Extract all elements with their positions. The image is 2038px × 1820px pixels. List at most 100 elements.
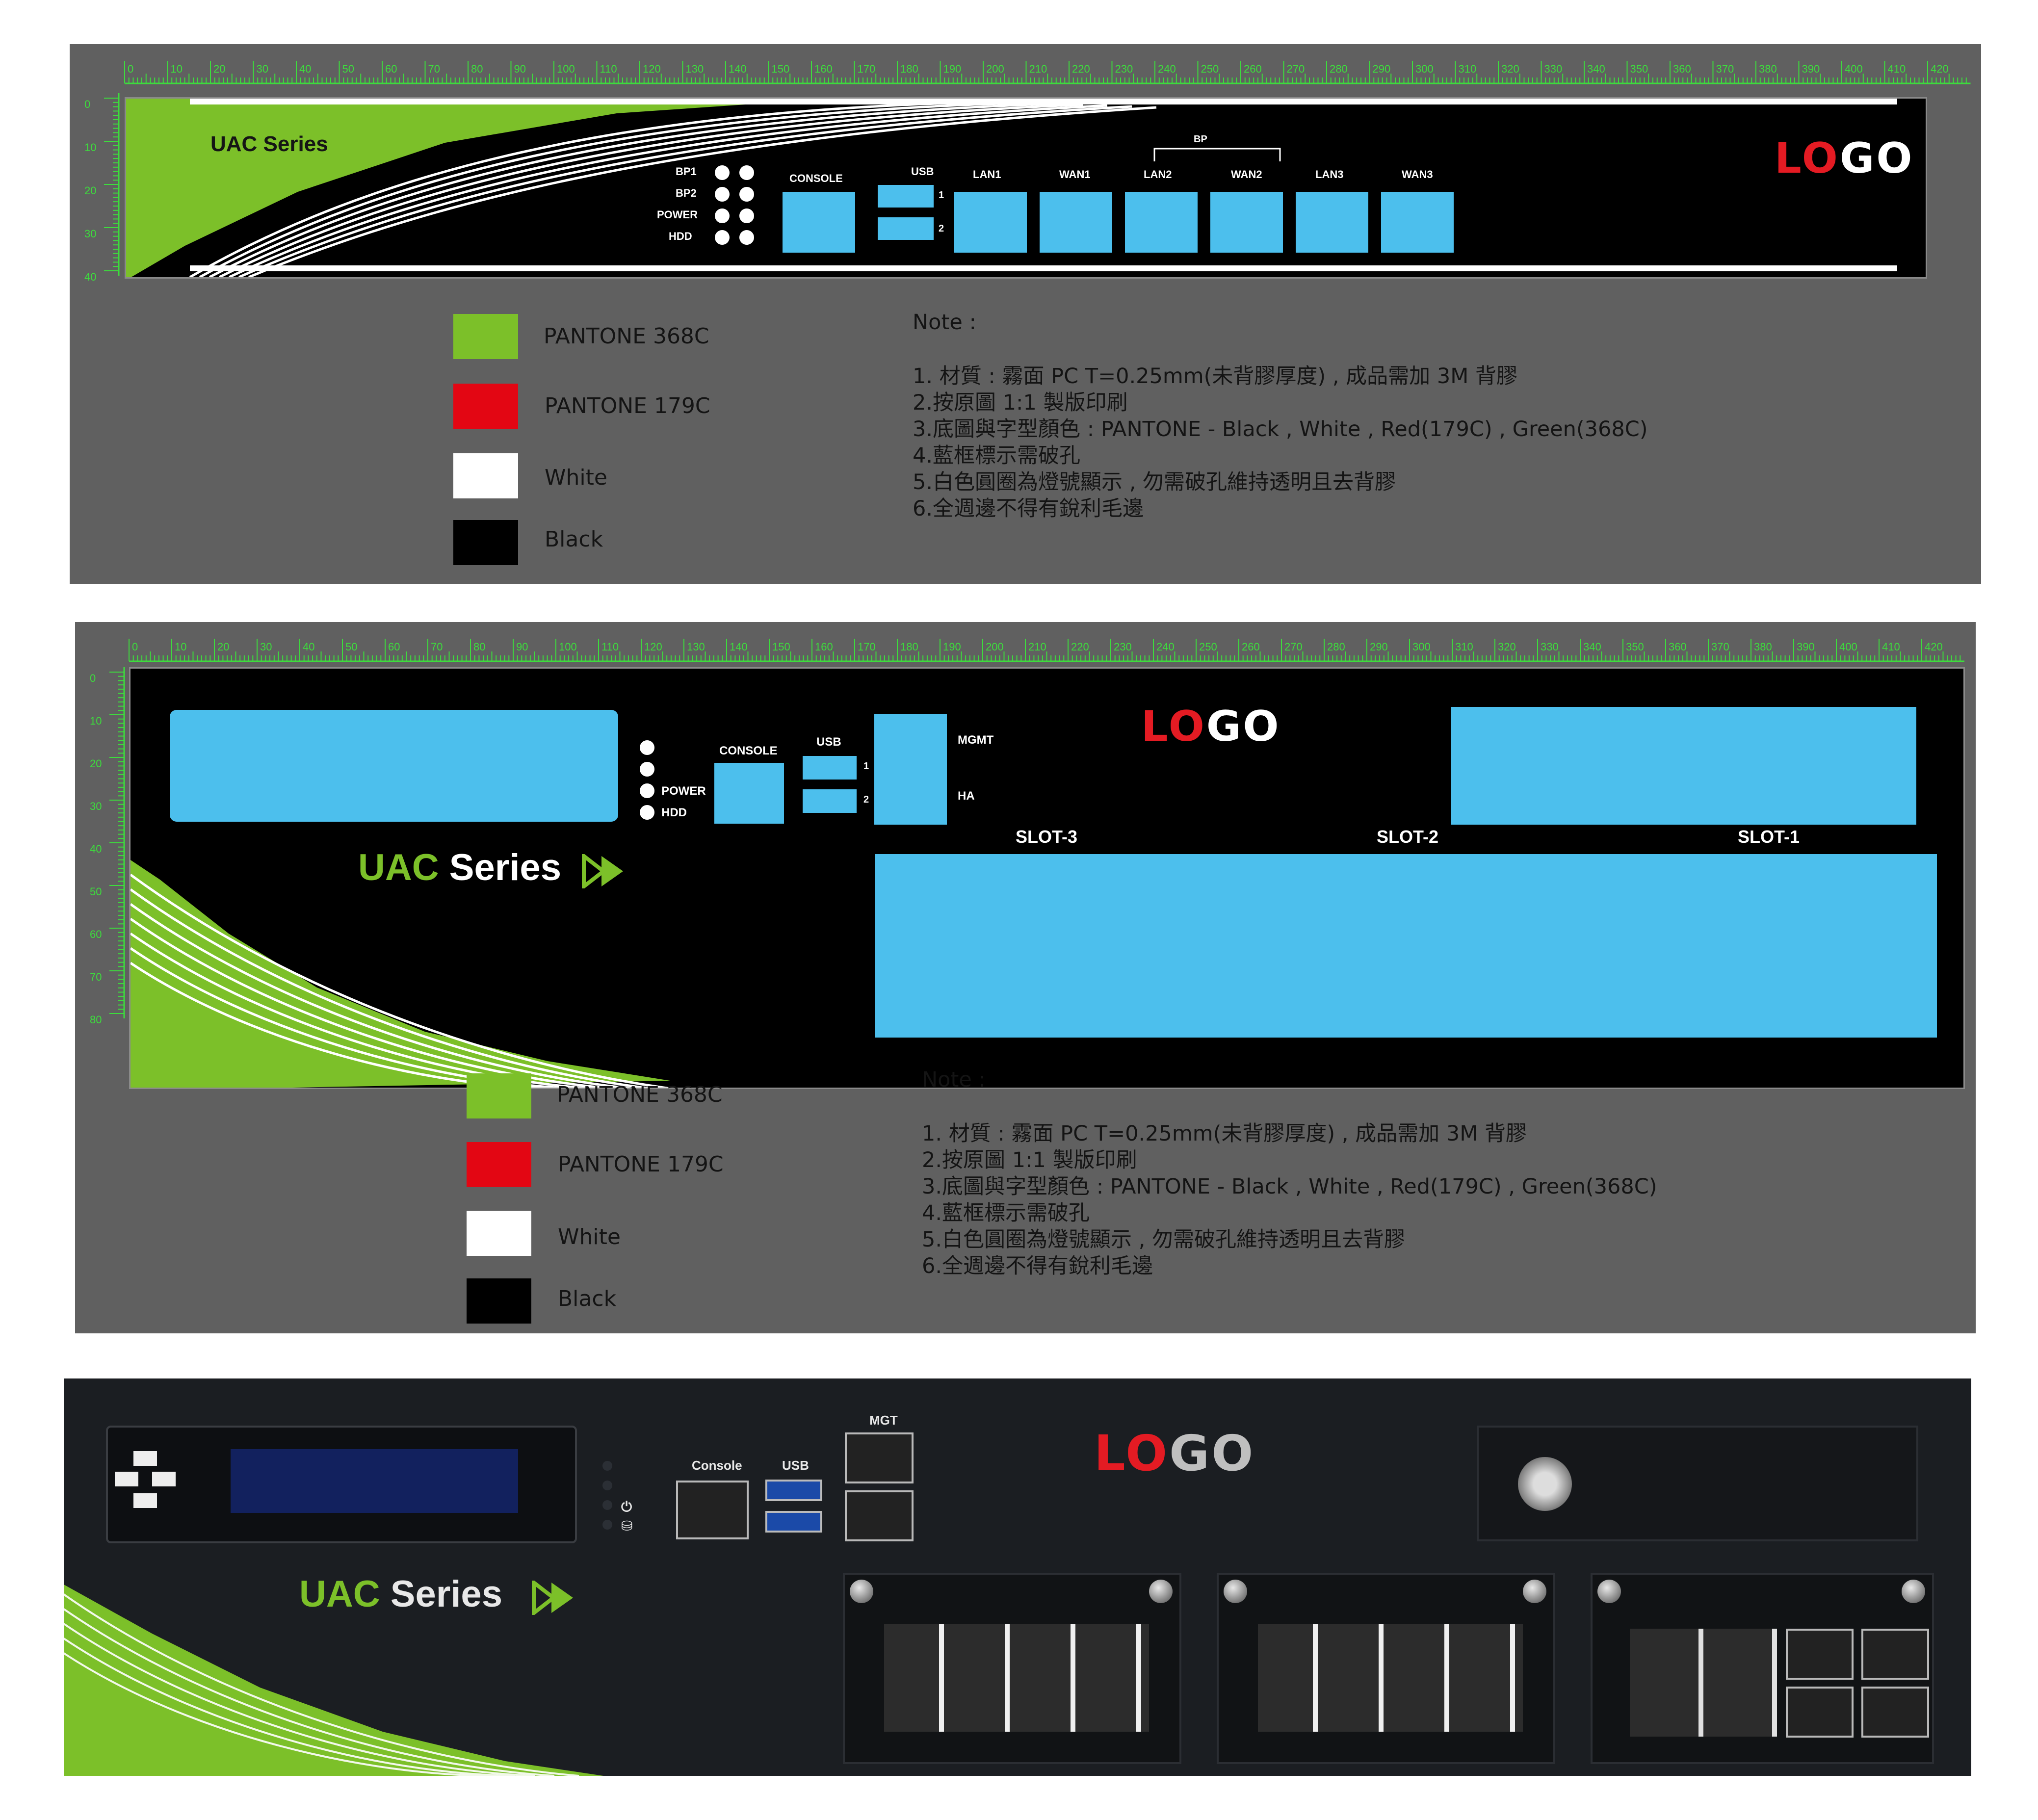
usb-port-2[interactable]	[765, 1511, 822, 1533]
ruler-tick-label: 10	[175, 641, 186, 653]
series-title: UAC Series	[299, 1573, 502, 1615]
note-item: 2.按原圖 1:1 製版印刷	[922, 1148, 1137, 1172]
swatch-black	[453, 520, 518, 565]
ruler-tick-label: 210	[1028, 641, 1046, 653]
swatch-label: PANTONE 179C	[545, 393, 710, 418]
ruler-tick-label: 110	[600, 63, 617, 75]
wan3-cutout	[1381, 192, 1454, 253]
slot-module-3	[843, 1573, 1181, 1764]
ruler-tick-label: 370	[1716, 63, 1734, 75]
series-white-text: Series	[390, 1573, 502, 1615]
keypad-up-key[interactable]	[133, 1451, 157, 1466]
ruler-tick-label: 240	[1156, 641, 1175, 653]
mgmt-ha-cutout	[874, 714, 947, 825]
rj45-port[interactable]	[1786, 1629, 1854, 1680]
series-green-text: UAC	[358, 847, 439, 888]
lan2-cutout	[1125, 192, 1198, 253]
ruler-tick-label: 390	[1802, 63, 1820, 75]
keypad-down-key[interactable]	[133, 1493, 157, 1508]
mgmt-label: MGMT	[958, 733, 994, 747]
usb-port-number: 2	[939, 223, 944, 234]
ruler-tick-label: 90	[514, 63, 526, 75]
note-item: 5.白色圓圈為燈號顯示 , 勿需破孔維持透明且去背膠	[922, 1227, 1406, 1252]
ruler-tick-label: 360	[1669, 641, 1687, 653]
ruler-tick-label: 30	[90, 800, 102, 812]
led-circle	[739, 230, 754, 245]
swatch-red	[467, 1142, 531, 1187]
ruler-tick-label: 410	[1882, 641, 1900, 653]
ruler-tick-label: 40	[90, 843, 102, 855]
swatch-white	[467, 1211, 531, 1256]
ruler-tick-label: 330	[1541, 641, 1559, 653]
swatch-white	[453, 453, 518, 498]
ruler-tick-label: 350	[1626, 641, 1644, 653]
keypad-left-key[interactable]	[115, 1472, 138, 1486]
ruler-tick-label: 60	[385, 63, 397, 75]
note-item: 3.底圖與字型顏色 : PANTONE - Black , White , Re…	[913, 417, 1648, 442]
logo-red-text: LO	[1775, 134, 1840, 183]
screw	[1523, 1580, 1546, 1603]
keypad-right-key[interactable]	[152, 1472, 176, 1486]
ruler-tick-label: 310	[1455, 641, 1473, 653]
led-circle	[640, 805, 654, 820]
ruler-tick-label: 100	[559, 641, 577, 653]
ruler-tick-label: 160	[814, 63, 833, 75]
ruler-tick-label: 360	[1673, 63, 1691, 75]
ha-port[interactable]	[845, 1490, 914, 1541]
usb-port-1[interactable]	[765, 1480, 822, 1501]
ruler-tick-label: 320	[1498, 641, 1516, 653]
ruler-tick-label: 40	[299, 63, 311, 75]
ruler-tick-label: 70	[90, 971, 102, 983]
led-circle	[739, 165, 754, 180]
ruler-tick-label: 290	[1370, 641, 1388, 653]
rj45-port[interactable]	[1786, 1687, 1854, 1738]
ruler-tick-label: 400	[1845, 63, 1863, 75]
note-item: 6.全週邊不得有銳利毛邊	[913, 496, 1144, 521]
ruler-tick-label: 70	[431, 641, 443, 653]
ruler-tick-label: 250	[1201, 63, 1219, 75]
rj45-port[interactable]	[1861, 1687, 1929, 1738]
lock-icon[interactable]	[1518, 1457, 1572, 1511]
led-indicator	[602, 1500, 612, 1510]
ruler-tick-label: 140	[729, 63, 747, 75]
ruler-tick-label: 30	[84, 228, 96, 240]
ruler-tick-label: 40	[84, 271, 96, 283]
screw	[850, 1580, 873, 1603]
usb-port-number: 1	[863, 761, 869, 772]
console-label: CONSOLE	[719, 744, 778, 757]
ruler-tick-label: 280	[1330, 63, 1348, 75]
ruler-tick-label: 0	[90, 672, 96, 684]
console-cutout	[783, 192, 855, 253]
led-circle	[739, 208, 754, 223]
swatch-label: White	[545, 465, 607, 490]
swatch-black	[467, 1278, 531, 1324]
ruler-tick-label: 100	[557, 63, 575, 75]
ruler-tick-label: 20	[90, 757, 102, 770]
sfp-ports[interactable]	[1630, 1629, 1777, 1737]
ruler-tick-label: 0	[132, 641, 138, 653]
sfp-ports[interactable]	[1258, 1624, 1523, 1732]
console-port[interactable]	[676, 1481, 749, 1539]
logo-white-text: GO	[1169, 1425, 1255, 1482]
ruler-tick-label: 330	[1544, 63, 1563, 75]
ruler-tick-label: 160	[815, 641, 833, 653]
note-item: 1. 材質 : 霧面 PC T=0.25mm(未背膠厚度) , 成品需加 3M …	[922, 1121, 1527, 1146]
sfp-ports[interactable]	[884, 1624, 1149, 1732]
play-arrow-icon	[582, 854, 623, 888]
note-item: 2.按原圖 1:1 製版印刷	[913, 390, 1128, 415]
led-circle	[715, 165, 730, 180]
mgmt-port[interactable]	[845, 1432, 914, 1483]
logo: LOGO	[1775, 134, 1914, 183]
ruler-tick-label: 20	[213, 63, 225, 75]
ruler-tick-label: 120	[643, 63, 661, 75]
ruler-tick-label: 310	[1459, 63, 1477, 75]
ruler-tick-label: 350	[1630, 63, 1648, 75]
usb-port-number: 2	[863, 794, 869, 805]
rj45-port[interactable]	[1861, 1629, 1929, 1680]
ruler-tick-label: 170	[858, 641, 876, 653]
led-indicator	[602, 1481, 612, 1490]
